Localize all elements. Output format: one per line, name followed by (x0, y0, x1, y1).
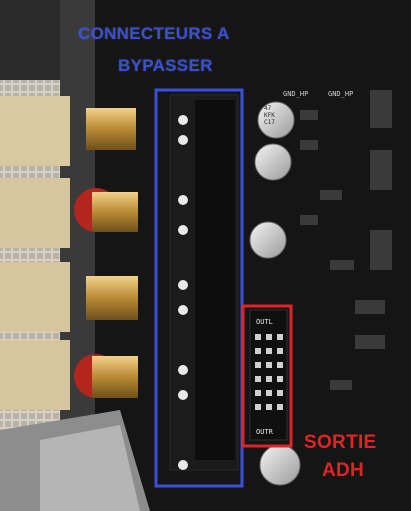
capacitor-marking-c17: C17 (264, 119, 275, 126)
outr-label: OUTR (256, 428, 273, 436)
header-pins (178, 115, 188, 470)
bypass-connectors-box (154, 88, 244, 488)
capacitor-marking-47: 47 (264, 105, 272, 112)
rca-connector-4 (0, 340, 138, 410)
smd-components (300, 90, 392, 390)
gnd-hp-label-left: GND_HP (283, 90, 309, 98)
capacitor-marking-kfk: KFK (264, 112, 275, 119)
capacitor-2 (254, 143, 292, 181)
gnd-hp-label-right: GND_HP (328, 90, 354, 98)
adh-output-box (241, 304, 293, 448)
outl-label: OUTL (256, 318, 273, 326)
output-header (249, 309, 288, 441)
pin-header-strip (169, 94, 239, 471)
bypass-label-line2: BYPASSER (118, 56, 213, 75)
capacitor-3 (249, 221, 287, 259)
rca-connector-2 (0, 178, 138, 248)
rca-connector-1 (0, 96, 136, 166)
rca-connector-3 (0, 262, 138, 332)
capacitor-4 (259, 444, 301, 486)
bypass-label-line1: CONNECTEURS A (78, 24, 230, 43)
capacitor-1 (257, 101, 295, 139)
adh-output-label-line2: ADH (322, 460, 365, 481)
adh-output-label-line1: SORTIE (304, 432, 377, 453)
